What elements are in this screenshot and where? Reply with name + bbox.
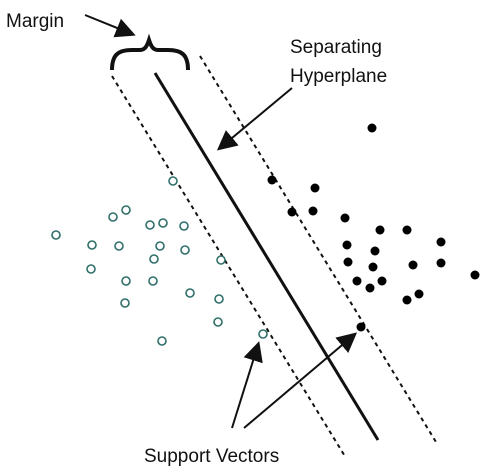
open-point <box>157 336 167 346</box>
filled-point <box>414 289 424 299</box>
filled-point <box>436 258 446 268</box>
filled-point <box>402 225 412 235</box>
margin-brace <box>110 33 190 71</box>
open-point <box>121 205 131 215</box>
filled-point <box>343 257 353 267</box>
open-point <box>148 276 158 286</box>
filled-points <box>267 123 480 332</box>
hyperplane-arrow <box>216 87 293 151</box>
filled-point <box>352 276 362 286</box>
filled-point <box>375 225 385 235</box>
open-point <box>114 241 124 251</box>
separating-hyperplane <box>153 72 380 441</box>
filled-point <box>310 183 320 193</box>
filled-point <box>370 246 380 256</box>
support-vectors-label: Support Vectors <box>144 446 279 467</box>
filled-point <box>342 240 352 250</box>
open-point <box>108 212 118 222</box>
filled-point <box>368 262 378 272</box>
open-point <box>168 176 178 186</box>
hyperplane-label-line2: Hyperplane <box>290 66 387 87</box>
open-point-support-vector <box>258 329 268 339</box>
hyperplane-label-line1: Separating <box>290 37 382 58</box>
support-vector-arrow-right <box>243 332 358 429</box>
open-points <box>51 176 268 346</box>
open-point <box>180 245 190 255</box>
margin-label: Margin <box>6 11 64 32</box>
open-point <box>179 221 189 231</box>
open-point <box>86 264 96 274</box>
filled-point-support-vector <box>356 322 366 332</box>
open-point <box>121 276 131 286</box>
margin-arrow <box>84 14 136 38</box>
open-point <box>120 298 130 308</box>
support-vector-arrow-left <box>231 341 263 429</box>
open-point <box>213 317 223 327</box>
open-point <box>185 288 195 298</box>
filled-point <box>340 213 350 223</box>
open-point <box>214 294 224 304</box>
open-point <box>216 255 226 265</box>
filled-point <box>365 283 375 293</box>
filled-point <box>287 207 297 217</box>
filled-point <box>402 295 412 305</box>
filled-point <box>308 206 318 216</box>
filled-point <box>267 175 277 185</box>
filled-point <box>436 237 446 247</box>
open-point <box>155 241 165 251</box>
filled-point <box>408 260 418 270</box>
filled-point <box>377 276 387 286</box>
filled-point <box>367 123 377 133</box>
margin-boundary-left <box>111 75 347 459</box>
open-point <box>158 218 168 228</box>
open-point <box>145 220 155 230</box>
open-point <box>51 230 61 240</box>
open-point <box>87 240 97 250</box>
margin-boundary-right <box>199 55 437 443</box>
filled-point <box>470 270 480 280</box>
open-point <box>149 254 159 264</box>
